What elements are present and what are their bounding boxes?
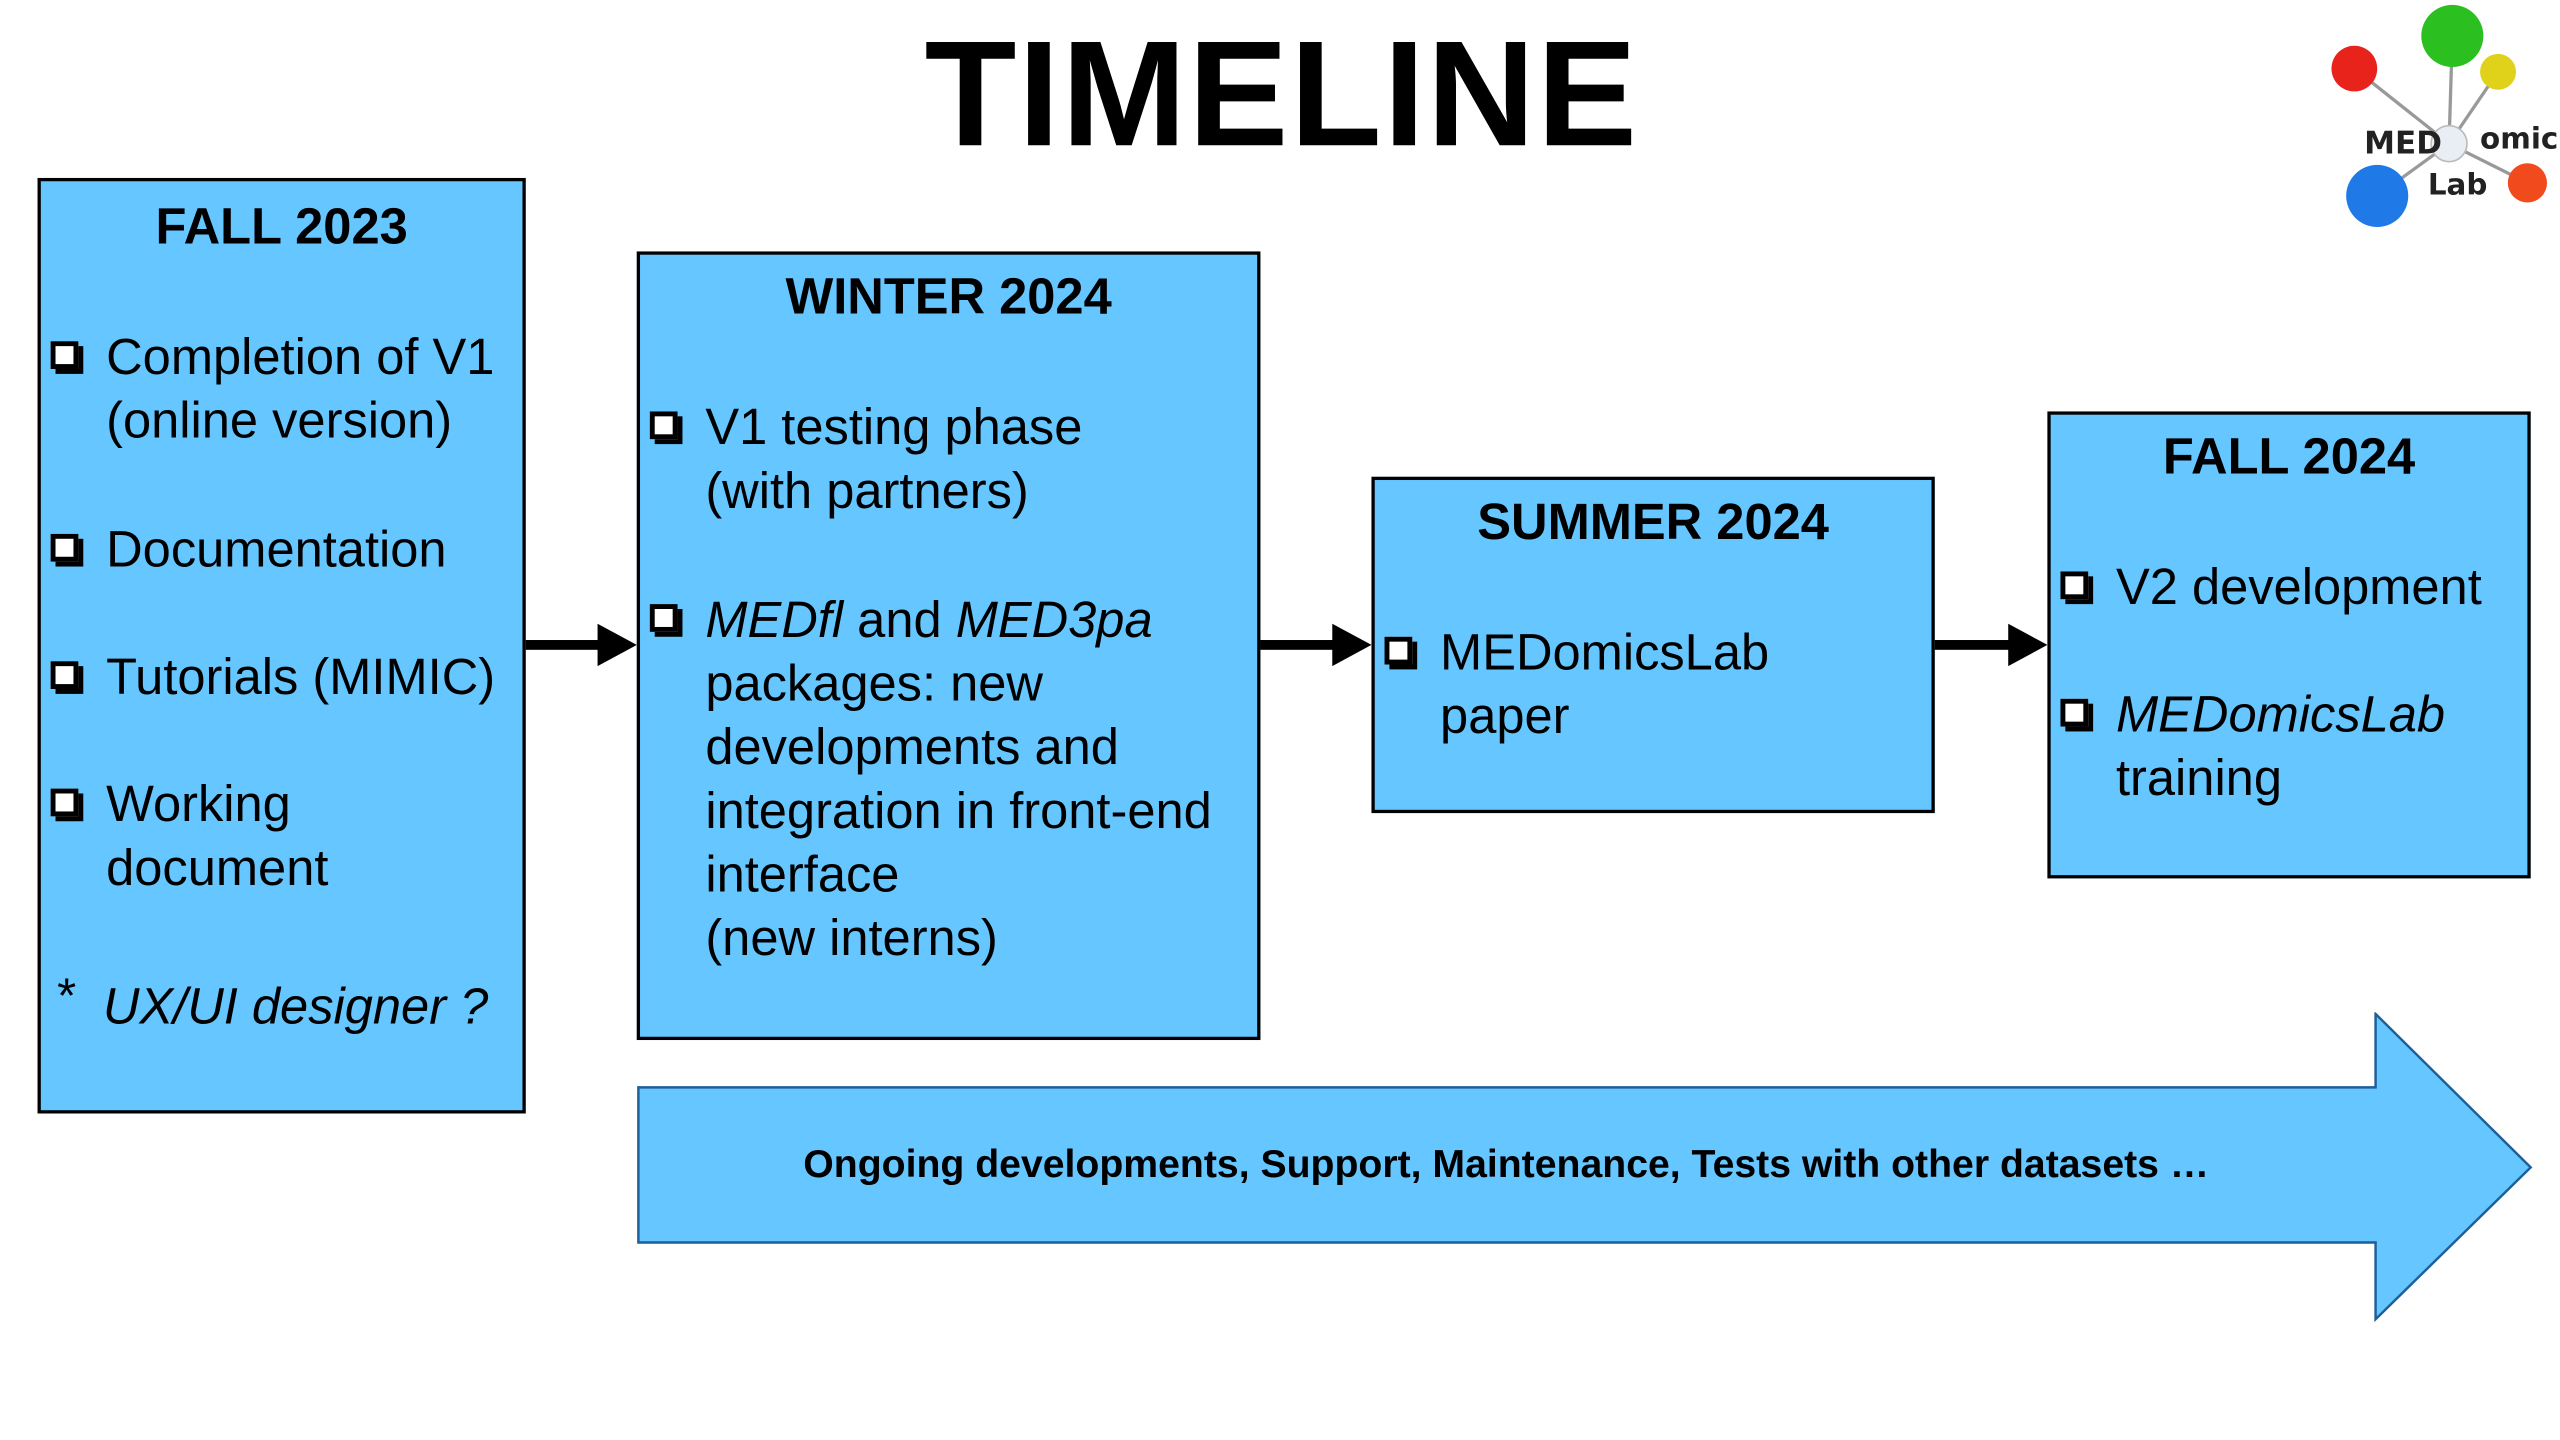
checkbox-icon (2060, 571, 2089, 600)
checkbox-icon (649, 411, 678, 440)
center-node-icon (2430, 124, 2468, 163)
list-item: MEDomicsLab training (2060, 682, 2527, 813)
red-node-icon (2331, 45, 2378, 92)
ongoing-label: Ongoing developments, Support, Maintenan… (803, 1142, 2210, 1187)
list-item: Completion of V1 (online version) (50, 325, 524, 456)
phase-title: WINTER 2024 (785, 267, 1112, 325)
arrow-icon (1260, 623, 1372, 667)
ongoing-arrow-icon (637, 1012, 2533, 1323)
phase-fall-2023: FALL 2023 Completion of V1 (online versi… (37, 177, 526, 1114)
checkbox-icon (2060, 698, 2089, 727)
list-item: V1 testing phase (with partners) (649, 395, 1254, 526)
checkbox-icon (50, 341, 79, 369)
phase-winter-2024: WINTER 2024 V1 testing phase (with partn… (636, 251, 1261, 1041)
green-node-icon (2421, 4, 2484, 67)
list-item: MEDfl and MED3pa packages: new developme… (649, 588, 1254, 973)
checkbox-icon (50, 661, 79, 689)
checkbox-icon (649, 604, 678, 632)
list-item: Documentation (50, 518, 524, 583)
yellow-node-icon (2480, 53, 2516, 90)
phase-summer-2024: SUMMER 2024 MEDomicsLab paper (1371, 476, 1935, 814)
logo-text-omics: omics (2480, 122, 2560, 156)
checkbox-icon (1384, 636, 1413, 665)
page-title: TIMELINE (924, 11, 1639, 178)
logo-text-lab: Lab (2428, 167, 2488, 201)
checkbox-icon (50, 533, 79, 562)
list-item: Tutorials (MIMIC) (50, 645, 524, 710)
orange-node-icon (2507, 163, 2548, 203)
asterisk-marker: * (57, 969, 77, 1024)
checkbox-icon (50, 788, 79, 817)
list-item: MEDomicsLab paper (1384, 620, 1932, 751)
note-item: * UX/UI designer ? (57, 970, 522, 1047)
medomics-lab-logo: MED omics Lab (2331, 4, 2560, 227)
arrow-icon (525, 623, 637, 667)
list-item: Working document (50, 772, 524, 903)
arrow-icon (1934, 623, 2048, 667)
list-item: V2 development (2060, 555, 2527, 620)
logo-text-med: MED (2364, 125, 2442, 161)
phase-title: SUMMER 2024 (1477, 493, 1829, 551)
blue-node-icon (2346, 164, 2409, 227)
phase-title: FALL 2024 (2162, 427, 2416, 485)
phase-fall-2024: FALL 2024 V2 development MEDomicsLab tra… (2047, 411, 2531, 879)
phase-title: FALL 2023 (155, 197, 408, 255)
